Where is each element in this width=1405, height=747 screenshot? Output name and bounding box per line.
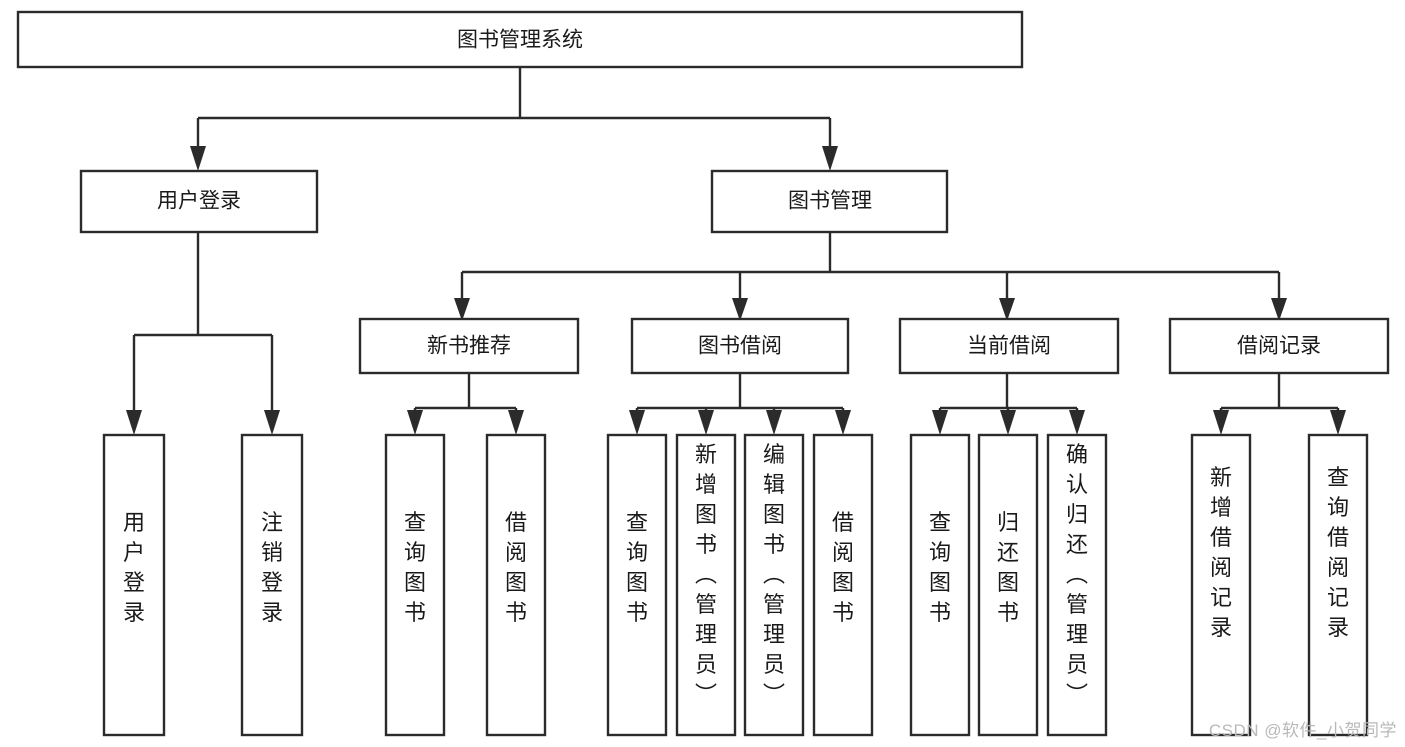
node-borrow-records-box [1168,317,1390,375]
leaf-records-query-label: 查询借阅记录 [1327,465,1349,640]
node-book-management-label: 图书管理 [788,190,872,213]
arrow-head-new-book [454,298,470,321]
leaf-borrow-query-label: 查询图书 [626,510,648,625]
leaf-borrow-edit-book-box [743,433,805,737]
leaf-borrow-add-book-box [675,433,737,737]
leaf-current-return-label: 归还图书 [997,510,1019,625]
arrow-head-book-mgmt [822,146,838,171]
node-new-book-recommend[interactable]: 新书推荐 [358,317,580,375]
arrow-head-borrow [732,298,748,321]
leaf-user-login-signin-label: 用户登录 [123,510,145,625]
arrow-head-leaf-2 [264,410,280,435]
leaf-records-add-label: 新增借阅记录 [1210,465,1232,640]
leaf-current-query-box [909,433,971,737]
node-new-book-recommend-label: 新书推荐 [427,335,511,358]
connector-group-borrow [629,373,851,435]
leaf-borrow-query-box [606,433,668,737]
node-root-box [16,10,1024,69]
node-book-borrow[interactable]: 图书借阅 [630,317,850,375]
leaf-new-book-query-label: 查询图书 [404,510,426,625]
node-borrow-records-label: 借阅记录 [1237,335,1321,358]
connector-group-root [190,67,838,171]
node-current-borrow-box [898,317,1120,375]
arrow-head-bo-3 [766,410,782,435]
connector-group-user-login [126,232,280,435]
leaf-current-confirm-return[interactable]: 确认归还︵管理员︶ [1046,433,1108,737]
leaf-records-add[interactable]: 新增借阅记录 [1190,433,1252,737]
node-book-borrow-box [630,317,850,375]
arrow-head-current [999,298,1015,321]
arrow-head-bo-1 [629,410,645,435]
leaf-current-query-label: 查询图书 [929,510,951,625]
node-current-borrow[interactable]: 当前借阅 [898,317,1120,375]
node-book-management-box [710,169,949,234]
leaf-borrow-edit-book-label: 编辑图书︵管理员︶ [763,442,785,707]
connector-group-records [1213,373,1346,435]
leaf-borrow-borrow-book-box [812,433,874,737]
leaf-borrow-edit-book[interactable]: 编辑图书︵管理员︶ [743,433,805,737]
leaf-new-book-query[interactable]: 查询图书 [384,433,446,737]
leaf-current-return[interactable]: 归还图书 [977,433,1039,737]
leaf-current-confirm-return-label: 确认归还︵管理员︶ [1066,442,1088,707]
node-user-login-box [79,169,319,234]
arrow-head-nb-2 [508,410,524,435]
node-book-borrow-label: 图书借阅 [698,335,782,358]
node-user-login-label: 用户登录 [157,190,241,213]
node-root-label: 图书管理系统 [457,29,583,52]
arrow-head-cu-1 [932,410,948,435]
leaf-current-return-box [977,433,1039,737]
arrow-head-leaf-1 [126,410,142,435]
leaf-user-login-signout-label: 注销登录 [261,510,283,625]
arrow-head-cu-2 [1000,410,1016,435]
node-borrow-records[interactable]: 借阅记录 [1168,317,1390,375]
leaf-borrow-query[interactable]: 查询图书 [606,433,668,737]
leaf-user-login-signin-box [102,433,166,737]
leaf-records-query-box [1307,433,1369,737]
leaf-current-query[interactable]: 查询图书 [909,433,971,737]
leaf-borrow-add-book[interactable]: 新增图书︵管理员︶ [675,433,737,737]
leaf-new-book-borrow-box [485,433,547,737]
node-user-login[interactable]: 用户登录 [79,169,319,234]
arrow-head-bo-2 [698,410,714,435]
leaf-borrow-borrow-book-label: 借阅图书 [832,510,854,625]
leaf-records-add-box [1190,433,1252,737]
arrow-head-records [1271,298,1287,321]
arrow-head-bo-4 [835,410,851,435]
node-new-book-recommend-box [358,317,580,375]
leaf-records-query[interactable]: 查询借阅记录 [1307,433,1369,737]
node-book-management[interactable]: 图书管理 [710,169,949,234]
node-current-borrow-label: 当前借阅 [967,335,1051,358]
arrow-head-cu-3 [1069,410,1085,435]
leaf-user-login-signout[interactable]: 注销登录 [240,433,304,737]
leaf-current-confirm-return-box [1046,433,1108,737]
leaf-user-login-signin[interactable]: 用户登录 [102,433,166,737]
arrow-head-nb-1 [407,410,423,435]
connector-group-new-book [407,373,524,435]
arrow-head-re-2 [1330,410,1346,435]
leaf-new-book-query-box [384,433,446,737]
node-root-system[interactable]: 图书管理系统 [16,10,1024,69]
arrow-head-user-login [190,146,206,171]
leaf-borrow-add-book-label: 新增图书︵管理员︶ [695,442,717,707]
leaf-new-book-borrow-label: 借阅图书 [505,510,527,625]
leaf-new-book-borrow[interactable]: 借阅图书 [485,433,547,737]
arrow-head-re-1 [1213,410,1229,435]
connector-group-book-mgmt [454,232,1287,321]
leaf-borrow-borrow-book[interactable]: 借阅图书 [812,433,874,737]
connector-group-current [932,373,1085,435]
leaf-user-login-signout-box [240,433,304,737]
